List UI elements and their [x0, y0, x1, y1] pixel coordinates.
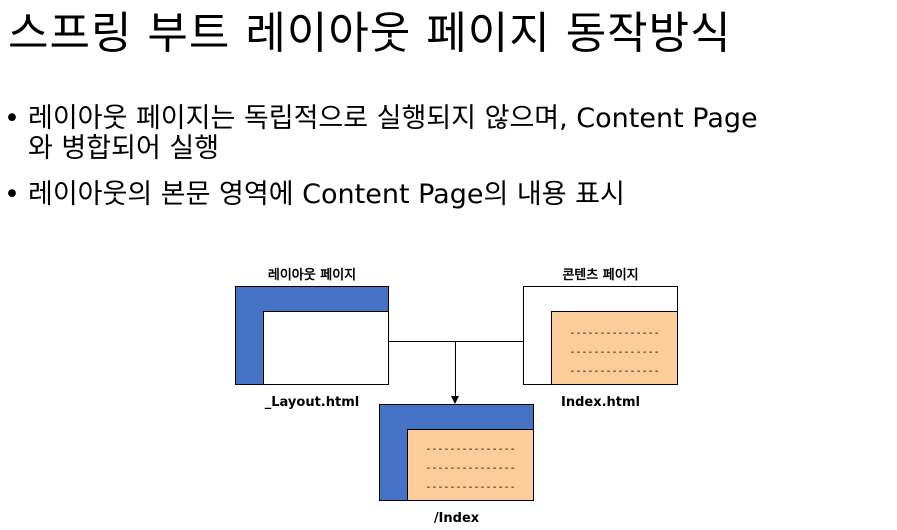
slide-title: 스프링 부트 레이아웃 페이지 동작방식	[8, 8, 732, 59]
bullet-item-merge: • 레이아웃 페이지는 독립적으로 실행되지 않으며, Content Page…	[4, 104, 897, 164]
content-page-box: --------------- --------------- --------…	[523, 286, 678, 385]
bullet-line: 레이아웃 페이지는 독립적으로 실행되지 않으며, Content Page	[28, 103, 758, 134]
content-line: ---------------	[569, 328, 660, 339]
content-page-header-bar	[524, 287, 677, 312]
content-line: ---------------	[569, 366, 660, 377]
layout-page-file-label: _Layout.html	[264, 395, 360, 410]
bullet-line: 와 병합되어 실행	[28, 133, 220, 164]
merge-connector-line	[389, 341, 523, 342]
result-page-header-bar	[380, 405, 533, 430]
result-page-body: --------------- --------------- --------…	[408, 430, 533, 500]
content-page-file-label: Index.html	[560, 395, 640, 410]
content-line: ---------------	[425, 463, 516, 474]
bullet-item-display: • 레이아웃의 본문 영역에 Content Page의 내용 표시	[4, 180, 897, 210]
content-line: ---------------	[425, 482, 516, 493]
arrow-down-icon	[451, 396, 459, 404]
bullet-dot-icon: •	[4, 103, 20, 134]
layout-page-box	[235, 286, 389, 385]
layout-page-header-label: 레이아웃 페이지	[267, 268, 357, 283]
content-page-header-label: 콘텐츠 페이지	[562, 268, 639, 283]
result-page-side-bar	[380, 429, 408, 500]
bullet-line: 레이아웃의 본문 영역에 Content Page의 내용 표시	[28, 179, 625, 210]
bullet-list: • 레이아웃 페이지는 독립적으로 실행되지 않으며, Content Page…	[4, 104, 897, 226]
content-line: ---------------	[569, 347, 660, 358]
content-page-body: --------------- --------------- --------…	[552, 312, 677, 384]
result-page-box: --------------- --------------- --------…	[379, 404, 534, 501]
bullet-dot-icon: •	[4, 179, 20, 210]
layout-page-header-bar	[236, 287, 388, 312]
content-line: ---------------	[425, 444, 516, 455]
layout-page-side-bar	[236, 311, 264, 384]
result-page-file-label: /Index	[433, 511, 480, 526]
merge-connector-down	[455, 341, 456, 397]
content-page-side-bar	[524, 311, 552, 384]
